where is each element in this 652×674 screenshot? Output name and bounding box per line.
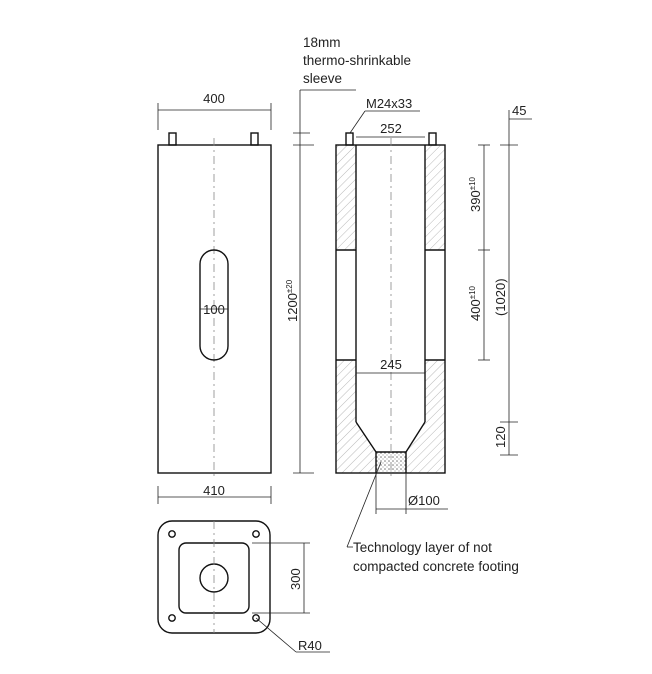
dim-width-bottom: 410: [203, 483, 225, 498]
dim-plan-depth: 300: [288, 568, 303, 590]
plan-view: 300 R40: [157, 520, 330, 653]
svg-text:390±10: 390±10: [468, 176, 483, 212]
plan-bolt-hole: [168, 614, 176, 622]
dim-height: 1200: [285, 293, 300, 322]
plan-bolt-hole: [252, 614, 260, 622]
section-view: M24x33 252 245: [335, 96, 446, 478]
sleeve-line-2: thermo-shrinkable: [303, 53, 411, 68]
plan-bolt-hole: [168, 530, 176, 538]
dim-seg2-tol: ±10: [468, 285, 477, 299]
height-dimension: 1200±20: [285, 90, 314, 474]
dim-hole: Ø100: [408, 493, 440, 508]
svg-text:400±10: 400±10: [468, 285, 483, 321]
footnote-line-1: Technology layer of not: [353, 540, 492, 555]
section-bolt-left: [345, 132, 354, 146]
footnote-line-2: compacted concrete footing: [353, 559, 519, 574]
front-elevation: 400 100 410: [157, 91, 272, 504]
slot-opening: [199, 249, 229, 361]
dim-width-top: 400: [203, 91, 225, 106]
dim-inner-top: 252: [380, 121, 402, 136]
dim-radius: R40: [298, 638, 322, 653]
front-body: [157, 144, 272, 474]
bolt-left: [168, 132, 177, 146]
svg-text:1200±20: 1200±20: [285, 279, 300, 322]
dim-inner-bottom: 245: [380, 357, 402, 372]
section-outline: [335, 144, 446, 474]
dim-top-offset: 45: [512, 103, 526, 118]
sleeve-line-3: sleeve: [303, 71, 342, 86]
bolt-label: M24x33: [366, 96, 412, 111]
hole-dimension: Ø100: [375, 473, 448, 514]
dim-total: (1020): [493, 278, 508, 316]
dim-seg2: 400: [468, 299, 483, 321]
section-bolt-right: [428, 132, 437, 146]
dim-height-tol: ±20: [285, 279, 294, 293]
plan-bolt-hole: [252, 530, 260, 538]
footing-note: Technology layer of not compacted concre…: [346, 461, 519, 574]
sleeve-note: 18mm thermo-shrinkable sleeve: [300, 35, 411, 91]
right-dimensions: 45 (1020) 390±10 400±10 120: [468, 103, 532, 456]
dim-seg1: 390: [468, 190, 483, 212]
dim-slot: 100: [203, 302, 225, 317]
dim-seg3: 120: [493, 426, 508, 448]
bolt-right: [250, 132, 259, 146]
sleeve-line-1: 18mm: [303, 35, 341, 50]
dim-seg1-tol: ±10: [468, 176, 477, 190]
